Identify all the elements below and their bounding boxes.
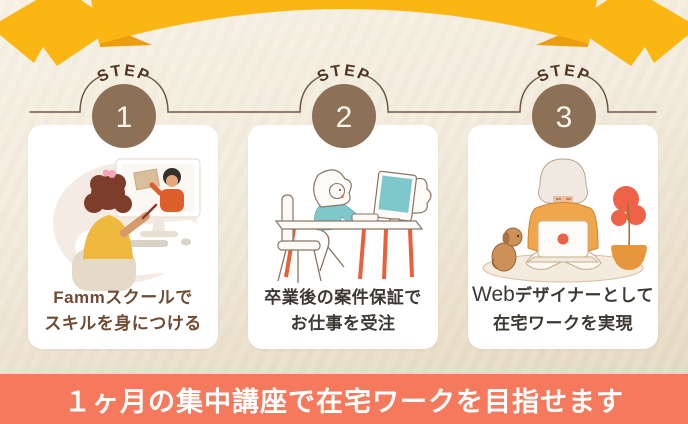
step-2-caption-line-1: 卒業後の案件保証で: [264, 288, 422, 307]
step-3-label: STEP: [535, 62, 593, 86]
step-3-caption-line-2: 在宅ワークを実現: [493, 313, 633, 333]
step-3-caption-line-1: Webデザイナーとして: [472, 283, 654, 306]
ribbon-left-tail: [0, 0, 118, 66]
step-3-circle: [532, 84, 596, 148]
illustration-online-lesson: [53, 158, 205, 291]
step-1-number: 1: [116, 101, 133, 134]
step-2-circle: [312, 84, 376, 148]
step-1-card: Fammスクールで スキルを身につける: [28, 125, 218, 349]
illustration-desk-work: [274, 169, 432, 283]
step-3-caption-latin: Web: [472, 283, 515, 306]
step-1-caption-line-2: スキルを身につける: [44, 313, 202, 333]
footer-text: １ヶ月の集中講座で在宅ワークを目指せます: [64, 386, 624, 417]
step-2-caption-line-2: お仕事を受注: [290, 313, 396, 333]
ribbon: [0, 0, 688, 66]
step-3-number: 3: [556, 101, 573, 134]
step-2-caption: 卒業後の案件保証で お仕事を受注: [248, 285, 438, 336]
footer-banner: １ヶ月の集中講座で在宅ワークを目指せます: [0, 374, 688, 424]
step-2-label: STEP: [315, 62, 373, 86]
step-connector-line: [29, 75, 657, 113]
step-2-number: 2: [336, 101, 353, 134]
ribbon-face: [91, 0, 597, 44]
step-3-caption: Webデザイナーとして 在宅ワークを実現: [468, 279, 658, 336]
step-1-caption: Fammスクールで スキルを身につける: [28, 285, 218, 336]
step-1-caption-line-1: Fammスクールで: [53, 288, 193, 307]
step-3-card: Webデザイナーとして 在宅ワークを実現: [468, 125, 658, 349]
ribbon-right-tail: [570, 0, 688, 66]
ribbon-banner: STEP STEP STEP 1 2 3: [0, 0, 688, 148]
step-2-card: 卒業後の案件保証で お仕事を受注: [248, 125, 438, 349]
illustration-work-from-home: [482, 158, 647, 283]
step-1-label: STEP: [95, 62, 153, 86]
step-1-circle: [92, 84, 156, 148]
